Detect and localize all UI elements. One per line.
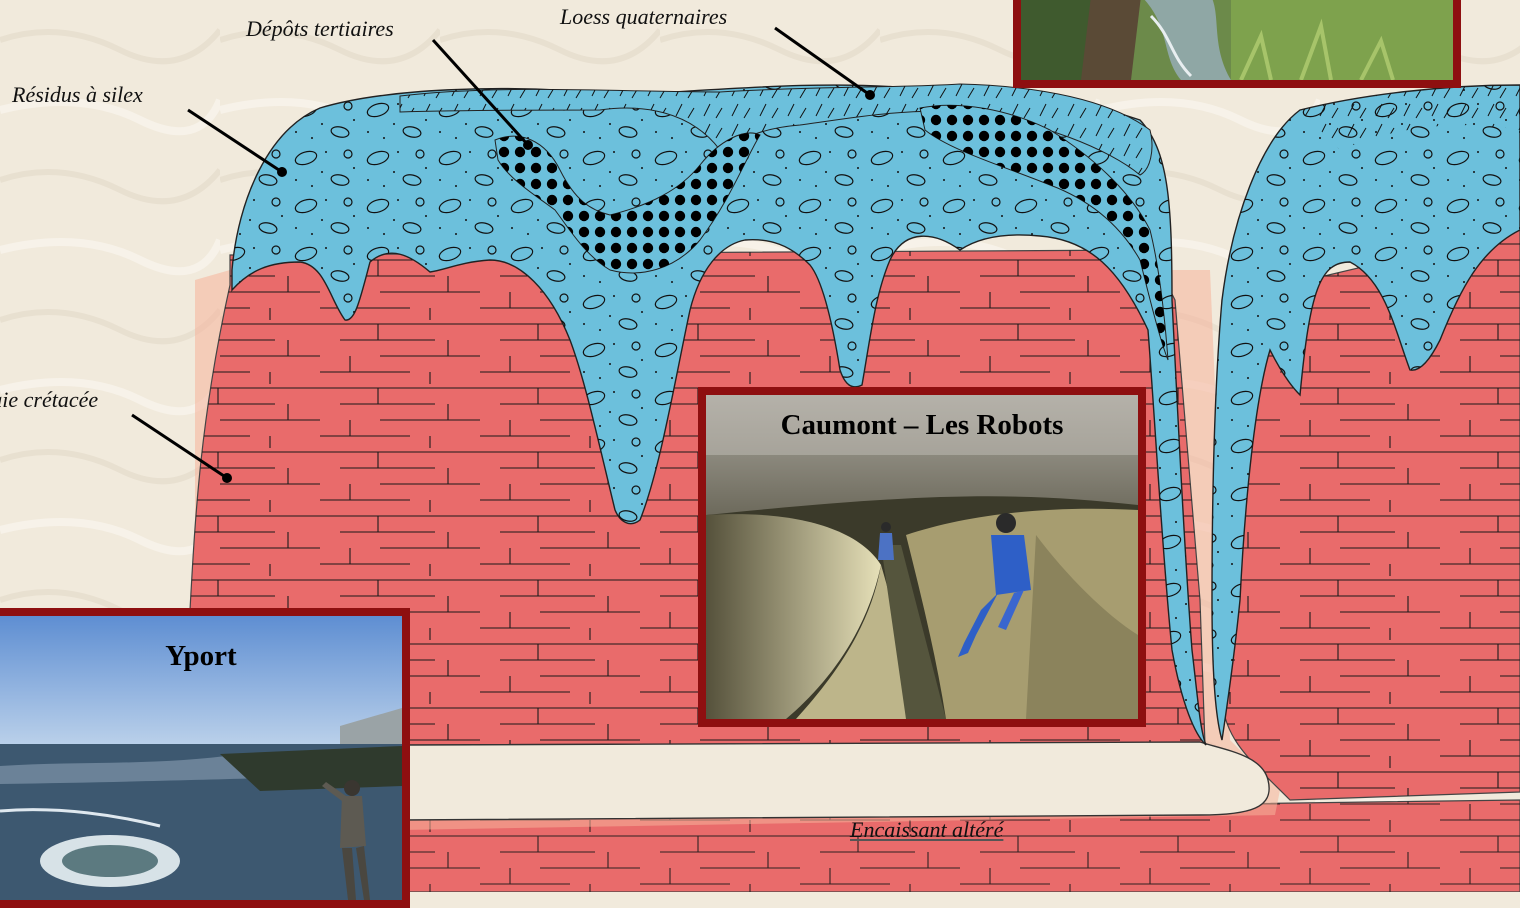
- cave-passage: [400, 742, 1269, 820]
- stream-photo-image: [1021, 0, 1453, 80]
- photo-title-yport: Yport: [0, 638, 402, 674]
- label-residus-a-silex: Résidus à silex: [12, 84, 143, 106]
- label-craie-cretacee: Craie crétacée: [0, 389, 98, 411]
- photo-yport: Yport: [0, 608, 410, 908]
- label-depots-tertiaires: Dépôts tertiaires: [246, 18, 394, 40]
- label-encaissant-altere: Encaissant altéré: [850, 819, 1003, 841]
- photo-caumont-les-robots: Caumont – Les Robots: [698, 387, 1146, 727]
- photo-stream-top-right: [1013, 0, 1461, 88]
- label-loess-quaternaires: Loess quaternaires: [560, 6, 727, 28]
- photo-title-caumont: Caumont – Les Robots: [706, 395, 1138, 455]
